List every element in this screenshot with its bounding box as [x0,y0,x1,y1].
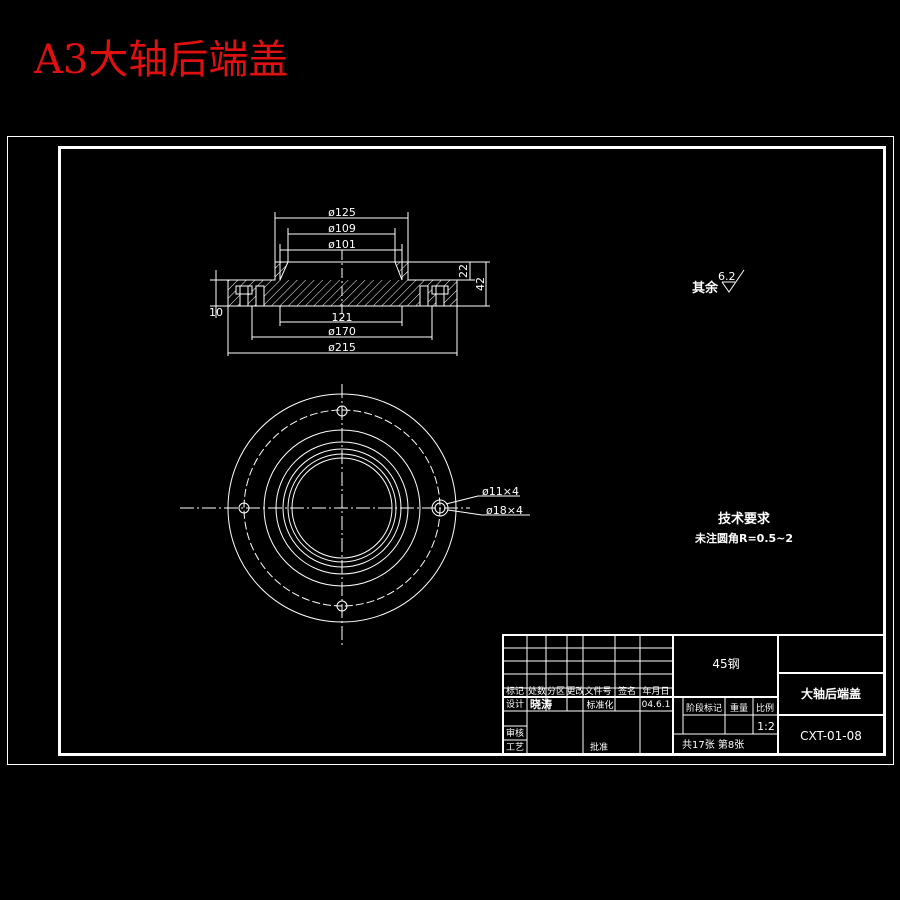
dim-h10: 10 [209,306,223,319]
tech-req-heading: 技术要求 [718,511,771,527]
tb-row-date-value: 04.6.1 [642,700,671,710]
tb-header-date: 年月日 [642,685,669,697]
section-view [210,212,490,356]
tech-req-item: 未注圆角R=0.5~2 [694,531,793,545]
drawing-title: A3大轴后端盖 [34,37,289,83]
dim-h121: 121 [332,311,353,324]
tb-header-doc-no: 更改文件号 [566,685,611,697]
section-hatch-flange [228,262,457,306]
surface-finish-symbol [721,269,745,293]
tb-row-approve: 批准 [590,741,608,753]
tb-drawing-no: CXT-01-08 [800,729,862,743]
tb-header-weight: 重量 [730,702,748,714]
tb-header-scale: 比例 [756,702,774,714]
tb-header-signature: 签名 [618,685,636,697]
dim-d101: ø101 [328,238,356,251]
section-outline [227,261,458,307]
counterbore-right [431,285,449,295]
dim-h22: 22 [457,264,470,278]
title-block [502,634,885,755]
tb-material: 45钢 [712,657,739,671]
inner-border [58,146,886,756]
hole-small-label: ø11×4 [482,485,519,498]
tb-row-review: 审核 [506,727,524,739]
surface-finish-value: 6.2 [718,270,736,283]
tb-part-name: 大轴后端盖 [801,686,861,701]
hole-large-label: ø18×4 [486,504,523,517]
surface-finish-prefix: 其余 [692,280,719,296]
dim-h42: 42 [474,277,487,291]
tb-header-count: 处数 [528,685,546,697]
dim-d170: ø170 [328,325,356,338]
tb-header-stage-mark: 阶段标记 [686,702,722,714]
counterbore-left [235,285,253,295]
tb-header-zone: 分区 [547,686,565,697]
tb-row-standardize: 标准化 [586,699,613,711]
tb-row-sheets: 共17张 第8张 [682,738,744,751]
dim-d109: ø109 [328,222,356,235]
tb-header-mark: 标记 [506,685,524,697]
dim-d125: ø125 [328,206,356,219]
dim-d215: ø215 [328,341,356,354]
tb-row-process: 工艺 [506,742,524,753]
tb-row-designer: 晓涛 [530,697,552,711]
plan-view [180,384,530,645]
tb-scale-value: 1:2 [757,720,775,733]
outer-border [7,136,894,765]
tb-row-design: 设计 [506,698,524,710]
